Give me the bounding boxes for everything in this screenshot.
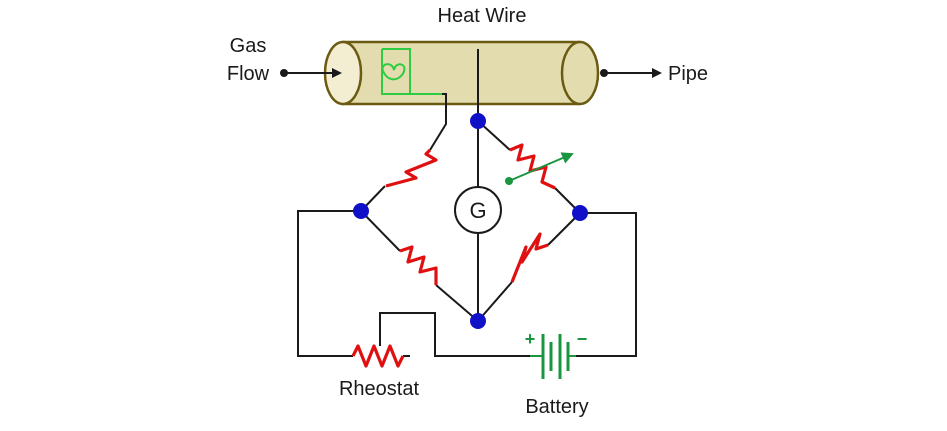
galvanometer: G — [454, 186, 502, 234]
node-left — [353, 203, 369, 219]
battery-minus-sign: − — [577, 329, 588, 349]
node-right — [572, 205, 588, 221]
battery-plus-sign: + — [525, 329, 536, 349]
resistor-bottom-left — [399, 245, 438, 285]
resistor-variable-top-right — [509, 143, 556, 190]
variable-adjust-arrow — [505, 152, 574, 185]
pipe-outlet-arrow — [600, 68, 662, 78]
pipe — [323, 40, 600, 106]
rheostat-label: Rheostat — [339, 378, 419, 400]
battery — [530, 334, 576, 379]
heat-wire-coil — [381, 48, 442, 95]
resistor-bottom-right — [510, 232, 549, 283]
node-top — [470, 113, 486, 129]
node-bottom — [470, 313, 486, 329]
gas-label: Gas — [230, 35, 267, 57]
battery-label: Battery — [525, 396, 588, 418]
heat-wire-label: Heat Wire — [438, 5, 527, 27]
circuit-wires — [297, 49, 637, 357]
pipe-label: Pipe — [668, 63, 708, 85]
gas-flow-arrow — [280, 68, 342, 78]
rheostat — [351, 344, 405, 368]
resistor-top-left — [385, 148, 438, 188]
flow-label: Flow — [227, 63, 270, 85]
galvanometer-label: G — [469, 198, 486, 223]
junction-nodes — [353, 113, 588, 329]
